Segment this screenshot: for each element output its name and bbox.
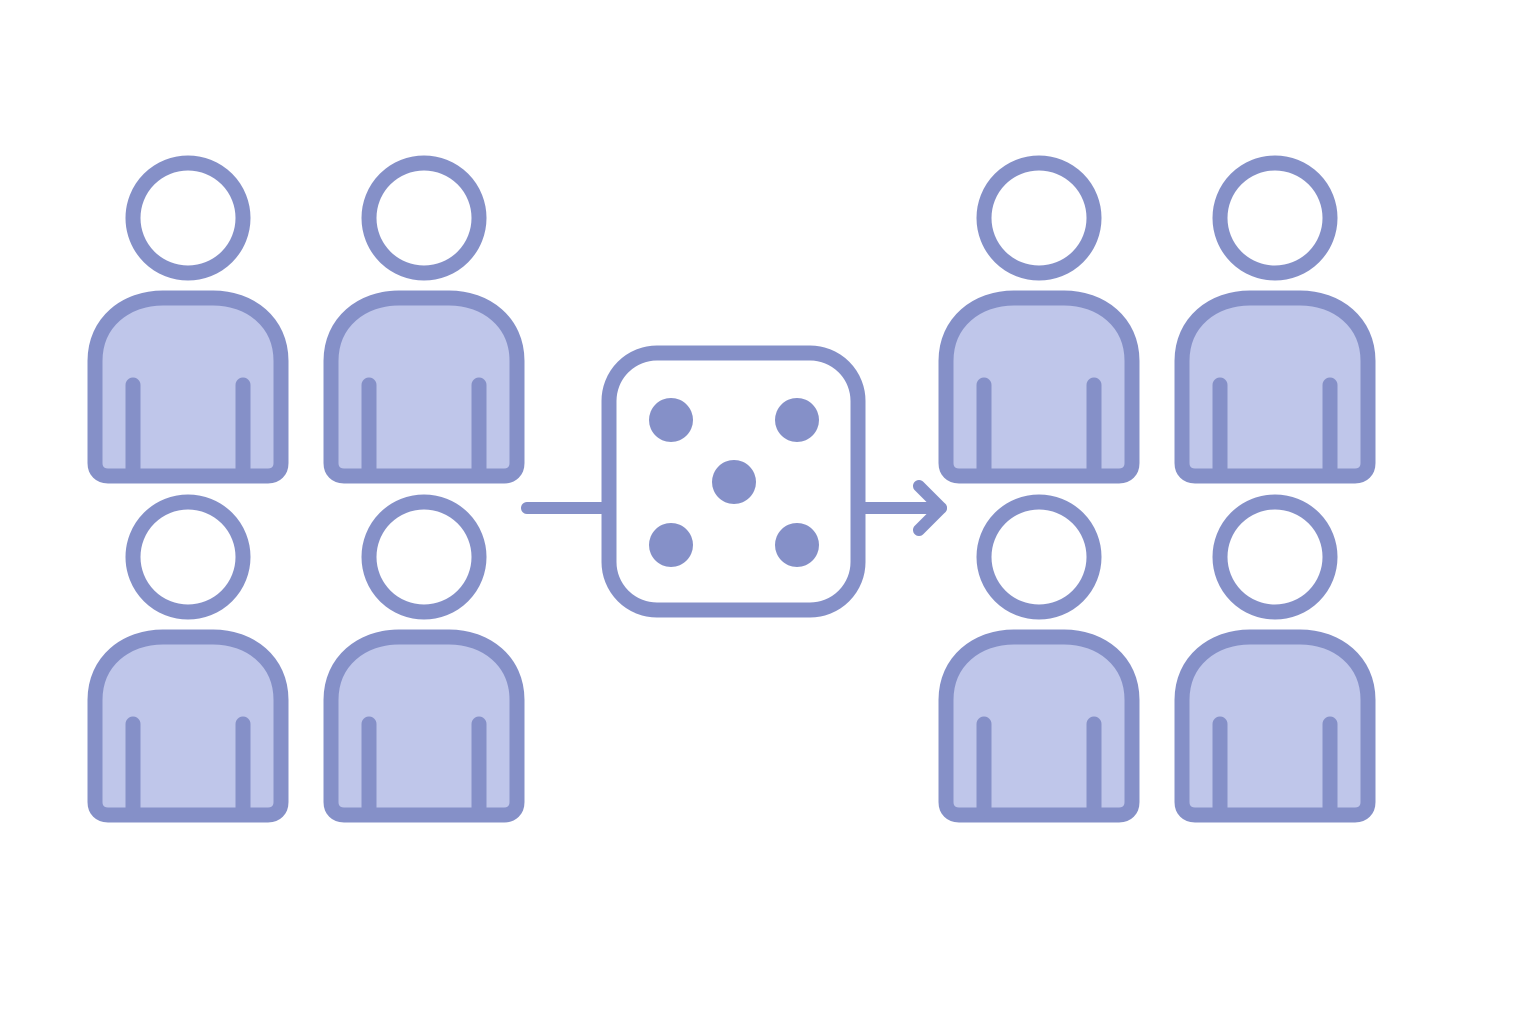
person-icon [95, 163, 281, 476]
output-group [946, 163, 1368, 815]
person-icon [946, 502, 1132, 815]
dice-five-icon [601, 345, 866, 618]
person-icon [331, 502, 517, 815]
person-icon [1182, 502, 1368, 815]
die-pip [775, 398, 819, 442]
person-icon [946, 163, 1132, 476]
person-icon [331, 163, 517, 476]
die-pip [775, 523, 819, 567]
person-icon [1182, 163, 1368, 476]
input-group [95, 163, 517, 815]
arrow-right-icon [858, 480, 947, 536]
die-pip [649, 523, 693, 567]
person-icon [95, 502, 281, 815]
die-pip [712, 460, 756, 504]
die-pip [649, 398, 693, 442]
